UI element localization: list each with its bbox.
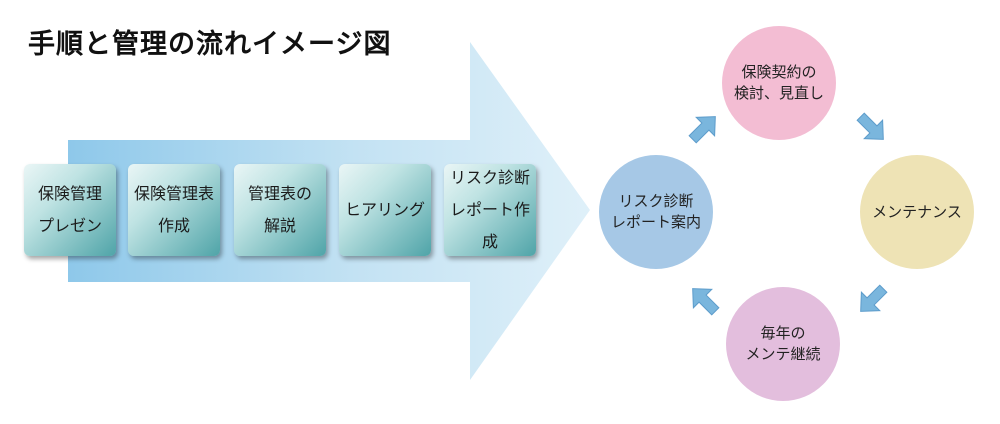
arrow-up-left-icon [692,288,720,316]
cycle-circle-maintenance: メンテナンス [860,155,974,269]
arrow-up-right-icon [688,116,716,144]
step-kanri-hyo-kaisetsu: 管理表の 解説 [234,164,326,256]
step-risk-report-sakusei: リスク診断 レポート作成 [444,164,536,256]
step-kanri-hyo-sakusei: 保険管理表 作成 [128,164,220,256]
step-hoken-kanri-presen: 保険管理 プレゼン [24,164,116,256]
arrow-down-right-icon [856,112,884,140]
cycle-circle-risk-report: リスク診断 レポート案内 [599,155,713,269]
cycle-circle-yearly: 毎年の メンテ継続 [726,287,840,401]
page-title: 手順と管理の流れイメージ図 [28,29,392,60]
arrow-down-left-icon [860,284,888,312]
step-hearing: ヒアリング [339,164,431,256]
cycle-circle-review: 保険契約の 検討、見直し [722,26,836,140]
